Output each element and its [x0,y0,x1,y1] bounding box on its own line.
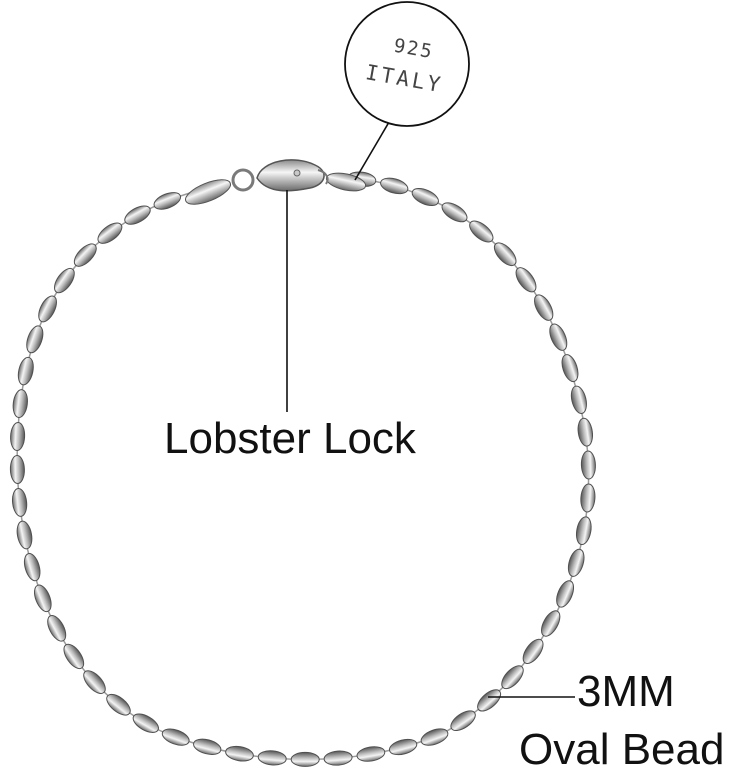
oval-bead [38,295,57,323]
oval-bead [16,520,33,550]
oval-bead [477,689,502,712]
oval-bead [12,389,28,419]
oval-bead [356,746,386,762]
oval-bead [411,187,439,207]
oval-bead [522,638,544,664]
oval-bead [26,325,44,354]
end-cap-left [184,179,232,205]
oval-bead [570,385,587,415]
oval-bead [493,242,517,267]
bead-size-label: 3MM [577,667,675,716]
oval-bead [9,455,25,484]
oval-bead [161,728,190,746]
oval-bead [556,580,575,608]
oval-bead [153,192,182,210]
oval-bead [54,267,75,294]
oval-bead [47,614,67,642]
oval-bead [10,422,26,451]
oval-bead [577,417,594,447]
oval-bead [17,356,34,386]
oval-bead [23,553,41,582]
oval-bead [534,294,554,321]
oval-bead [11,487,28,517]
oval-bead [420,728,449,746]
oval-bead [469,220,494,243]
oval-bead [97,222,123,244]
oval-bead [106,693,131,716]
stamp-magnifier: 925 ITALY [344,1,470,127]
oval-bead [541,610,561,637]
oval-bead [501,665,524,690]
oval-bead [561,354,579,383]
oval-bead [575,516,592,546]
oval-bead [441,202,468,223]
jump-ring [231,168,255,192]
bead-type-label: Oval Bead [519,725,725,774]
oval-bead-chain [9,171,596,767]
oval-bead [257,750,287,766]
oval-bead [580,450,596,480]
oval-bead [567,548,585,577]
oval-bead [290,751,320,767]
oval-bead [193,738,222,755]
oval-bead [580,483,596,513]
oval-bead [33,584,52,613]
lobster-clasp [256,159,329,192]
oval-bead [380,177,409,195]
oval-bead [124,205,151,225]
oval-bead [450,710,476,732]
oval-bead [515,267,537,293]
lobster-lock-label: Lobster Lock [164,414,416,463]
oval-bead [225,745,254,762]
oval-bead [73,243,97,267]
oval-bead [323,750,353,766]
oval-bead [549,323,568,351]
oval-bead [132,713,159,733]
oval-bead [83,670,106,694]
chain-wire [16,177,590,761]
oval-bead [63,643,85,670]
stamp-leader-line [354,116,393,181]
oval-bead [388,738,418,756]
